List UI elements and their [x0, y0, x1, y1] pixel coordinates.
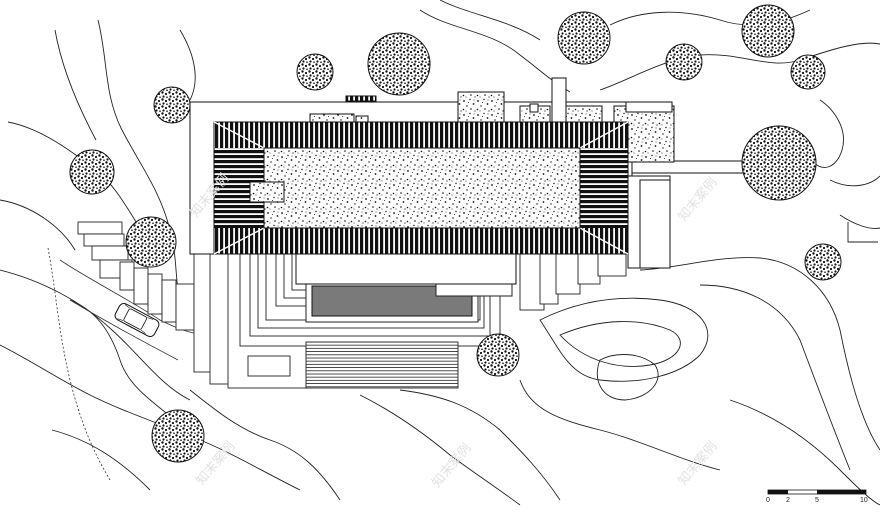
terrace-volume: [555, 253, 581, 295]
scale-tick-label: 10: [860, 497, 868, 504]
terrace-step: [91, 245, 129, 261]
tree-icon: [741, 125, 817, 201]
skylight: [249, 181, 285, 203]
terrace-volume: [597, 253, 627, 277]
contour-line: [639, 257, 880, 451]
vent-strip: [345, 95, 377, 102]
roof-hip-line: [579, 227, 629, 255]
roof-frame-top: [214, 122, 628, 148]
tree-icon: [151, 409, 205, 463]
tree-icon: [741, 4, 795, 58]
scale-tick-label: 2: [786, 497, 790, 504]
contour-line: [839, 214, 880, 243]
tree-icon: [557, 11, 611, 65]
terrace-step: [133, 267, 149, 305]
chimney: [551, 77, 567, 123]
contour-line: [559, 321, 681, 367]
contour-line: [97, 19, 191, 331]
scale-bar: 0 2 5 10: [766, 489, 868, 504]
roof-frame-bottom: [214, 228, 628, 254]
driveway-edge: [47, 247, 111, 481]
terrace-step: [161, 279, 177, 323]
contour-line: [599, 42, 880, 91]
terrace-volume: [577, 253, 601, 285]
contour-line: [699, 284, 851, 471]
contour-line: [179, 29, 196, 101]
scale-tick-label: 5: [815, 497, 819, 504]
trees: [69, 4, 842, 463]
contour-line: [439, 0, 541, 41]
entrance-stair: [305, 341, 459, 389]
tree-icon: [153, 86, 191, 124]
roof-frame-right: [580, 148, 628, 228]
contour-line: [54, 29, 97, 141]
roof-box: [457, 91, 505, 123]
tree-icon: [665, 43, 703, 81]
terrace-step: [119, 261, 135, 291]
main-building: [189, 77, 745, 285]
contour-line: [829, 175, 880, 187]
car-icon: [114, 302, 160, 338]
contour-line: [0, 344, 301, 491]
roof-box: [625, 101, 673, 113]
contour-line: [811, 99, 844, 168]
terrace-step: [83, 233, 125, 247]
tree-icon: [125, 216, 177, 268]
side-wing: [295, 253, 517, 285]
terrace-volume: [247, 355, 291, 377]
tree-icon: [790, 54, 826, 90]
terrace-step: [147, 273, 163, 315]
east-wall: [639, 179, 671, 269]
roof-hip-line: [213, 227, 265, 255]
tree-icon: [367, 32, 431, 96]
gravel-courtyard: [263, 147, 581, 229]
contour-line: [596, 354, 659, 401]
terrace-steps: [77, 221, 195, 331]
contour-line: [359, 394, 521, 506]
tree-icon: [804, 243, 842, 281]
driveway-edge: [69, 299, 179, 361]
east-path: [631, 160, 745, 174]
contour-line: [51, 429, 151, 491]
vent-box: [529, 103, 539, 113]
contour-line: [519, 379, 721, 471]
terrace-step: [175, 283, 195, 331]
tree-icon: [296, 53, 334, 91]
contour-line: [0, 199, 76, 251]
contour-line: [539, 297, 709, 382]
roof-hip-line: [579, 121, 629, 149]
roof-outline: [213, 121, 629, 255]
terrace-volume: [539, 253, 559, 305]
roof-box: [565, 105, 603, 123]
roof-hip-line: [213, 121, 265, 149]
terrace-step: [77, 221, 123, 235]
contour-line: [0, 269, 191, 401]
contour-line: [729, 399, 880, 506]
contour-line: [189, 389, 341, 501]
scale-tick-label: 0: [766, 497, 770, 504]
terrace-volume: [209, 253, 231, 385]
tree-icon: [69, 149, 115, 195]
contour-line: [399, 389, 561, 501]
tree-icon: [476, 333, 520, 377]
